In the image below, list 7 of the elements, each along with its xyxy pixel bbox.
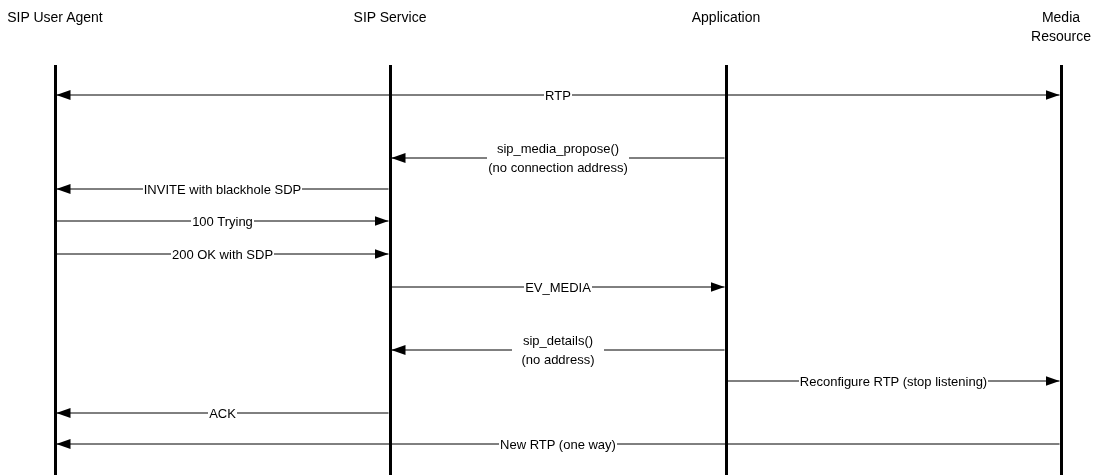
participant-label: SIP User Agent [7, 8, 103, 27]
message-arrow [56, 408, 389, 418]
participant-label: SIP Service [353, 8, 427, 27]
participant-label: Application [691, 8, 761, 27]
message-arrow [56, 90, 1060, 100]
message-arrow [56, 439, 1060, 449]
participant-label: Media Resource [1030, 8, 1092, 46]
